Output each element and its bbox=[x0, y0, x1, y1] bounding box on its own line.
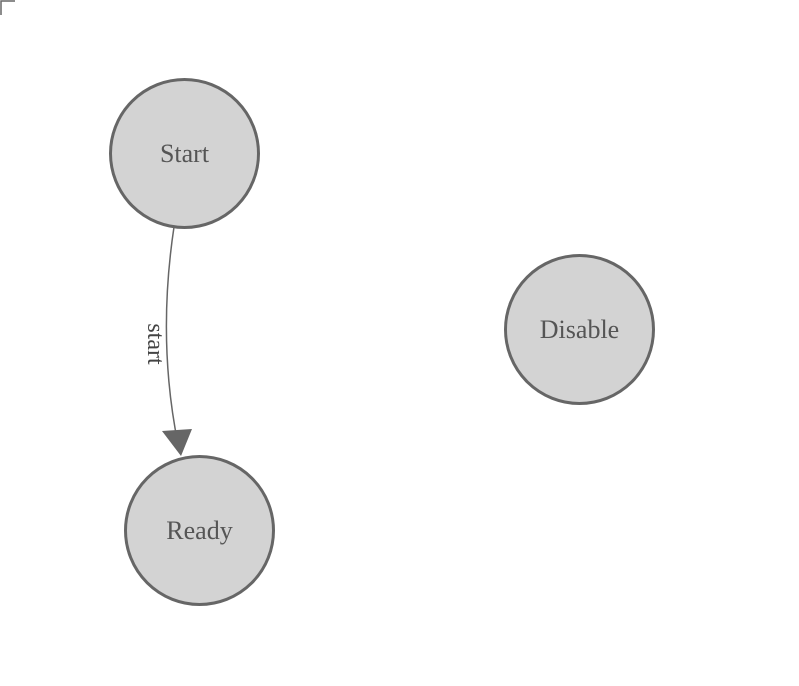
state-node-start-label: Start bbox=[159, 138, 210, 168]
state-node-disable[interactable]: Disable bbox=[504, 254, 655, 405]
edge-label-start: start bbox=[142, 323, 168, 365]
state-node-start[interactable]: Start bbox=[109, 78, 260, 229]
edge-start-to-ready[interactable] bbox=[165, 226, 179, 445]
state-node-disable-label: Disable bbox=[539, 314, 620, 344]
canvas-corner-icon bbox=[0, 0, 15, 15]
state-node-ready[interactable]: Ready bbox=[124, 455, 275, 606]
arrowhead-icon bbox=[162, 429, 192, 456]
state-node-ready-label: Ready bbox=[166, 515, 233, 545]
